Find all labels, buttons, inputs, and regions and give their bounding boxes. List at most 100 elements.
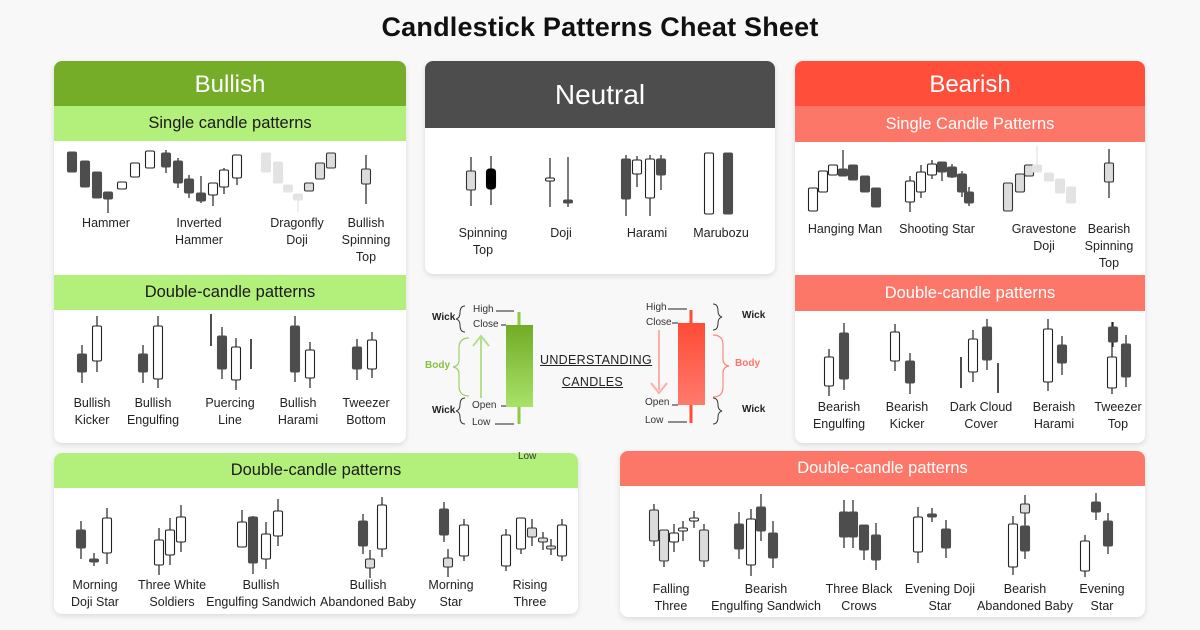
pattern-label: Bullish Spinning Top [341,216,391,264]
bearish-single-title: Single Candle Patterns [795,106,1145,142]
pattern-label: Doji [550,226,572,240]
bull-high-label: High [473,304,494,315]
pattern-label: Bearish Spinning Top [1084,222,1134,270]
candlestick-pattern-icon [904,160,975,212]
bull-low-label: Low [472,417,491,428]
pattern-label: Bullish Kicker [73,396,111,427]
candlestick-pattern-icon [1103,149,1115,198]
candlestick-pattern-icon [1106,322,1132,394]
pattern-label: Rising Three [512,578,548,609]
bear-high-label: High [646,302,667,313]
candlestick-pattern-icon [544,157,574,207]
neutral-group: Spinning Top Doji Harami Marubozu [425,61,775,274]
bear-wick-bottom-label: Wick [742,404,766,415]
candlestick-pattern-icon [500,517,568,571]
bull-wick-bottom-label: Wick [432,405,456,416]
pattern-label: Dark Cloud Cover [949,400,1013,431]
candlestick-pattern-icon [160,150,243,206]
pattern-label: Tweezer Bottom [342,396,390,427]
neutral-card: Neutral Spinning Top Doji Harami Marubozu [425,61,775,274]
candlestick-pattern-icon [438,502,470,577]
bearish-triple-title: Double-candle patterns [620,451,1145,486]
candlestick-pattern-icon [357,497,388,578]
candlestick-pattern-icon [648,504,710,567]
bullish-single-title: Single candle patterns [54,106,406,141]
bear-open-label: Open [645,397,670,408]
pattern-label: Bearish Engulfing [812,400,866,431]
candlestick-pattern-icon [153,505,187,575]
candlestick-pattern-icon [620,155,667,216]
bearish-card: Bearish Single Candle Patterns Hanging M… [795,61,1145,443]
bullish-triple-title: Double-candle patterns [54,453,578,488]
candlestick-pattern-icon [838,500,882,570]
pattern-label: Spinning Top [458,226,508,257]
candlestick-pattern-icon [351,332,378,380]
pattern-label: Dragonfly Doji [270,216,324,247]
pattern-label: Falling Three [652,582,690,613]
neutral-header: Neutral [425,61,775,128]
pattern-label: Inverted Hammer [175,216,223,247]
candlestick-pattern-icon [289,316,316,388]
bear-low-label: Low [645,415,664,426]
bearish-double-group: Bearish Engulfing Bearish Kicker Dark Clou… [795,61,1145,443]
pattern-label: Evening Doji Star [904,582,976,613]
bull-wick-top-label: Wick [432,312,456,323]
candlestick-pattern-icon [1007,495,1031,575]
pattern-label: Harami [626,226,668,240]
bullish-header: Bullish [54,61,406,106]
candlestick-pattern-icon [66,150,156,213]
candlestick-pattern-icon [889,324,916,394]
bullish-double-title: Double-candle patterns [54,275,406,310]
understanding-title-line1: UNDERSTANDING [540,353,653,367]
candlestick-pattern-icon [807,150,882,212]
pattern-label: Puercing Line [205,396,255,427]
understanding-candles-diagram: High Close Open Low Wick Body Wick UNDER… [415,290,790,465]
candlestick-pattern-icon [1002,146,1077,212]
pattern-label: Three White Soldiers [137,578,207,609]
candlestick-pattern-icon [260,152,337,212]
pattern-label: Bearish Kicker [885,400,929,431]
pattern-label: Tweezer Top [1094,400,1142,431]
candlestick-pattern-icon [360,155,372,204]
candlestick-pattern-icon [1079,493,1114,577]
pattern-label: Shooting Star [899,222,975,236]
bear-body-label: Body [735,358,760,369]
pattern-label: Bullish Abandoned Baby [320,578,416,609]
candlestick-pattern-icon [236,499,284,574]
bull-open-label: Open [472,400,497,411]
candle-anatomy-graphic [452,303,730,425]
candlestick-pattern-icon [823,323,850,396]
stray-low-label: Low [518,451,537,462]
bear-wick-top-label: Wick [742,310,766,321]
bear-close-label: Close [646,317,672,328]
bull-body-label: Body [425,360,450,371]
pattern-label: Morning Star [428,578,474,609]
bearish-header: Bearish [795,61,1145,106]
pattern-label: Morning Doji Star [71,578,119,609]
pattern-label: Marubozu [693,226,749,240]
pattern-label: Bullish Harami [277,396,319,427]
understanding-title-line2: CANDLES [561,375,624,389]
candlestick-pattern-icon [75,508,113,566]
bullish-triple-card: Double-candle patterns Morning Doji Star… [54,453,578,614]
pattern-label: Bearish Abandoned Baby [977,582,1073,613]
bull-close-label: Close [473,319,499,330]
page-title: Candlestick Patterns Cheat Sheet [381,12,819,42]
pattern-label: Bearish Engulfing Sandwich [711,582,821,613]
pattern-label: Evening Star [1079,582,1125,613]
pattern-label: Bullish Engulfing [126,396,180,427]
candlestick-pattern-icon [1042,319,1068,391]
candlestick-pattern-icon [210,314,252,390]
bearish-double-title: Double-candle patterns [795,275,1145,311]
candlestick-pattern-icon [465,156,497,206]
pattern-label: Gravestone Doji [1011,222,1077,253]
bullish-double-group: Bullish Kicker Bullish Engulfing Puercing … [54,61,406,443]
candlestick-pattern-icon [733,494,779,576]
pattern-label: Bullish Engulfing Sandwich [206,578,316,609]
